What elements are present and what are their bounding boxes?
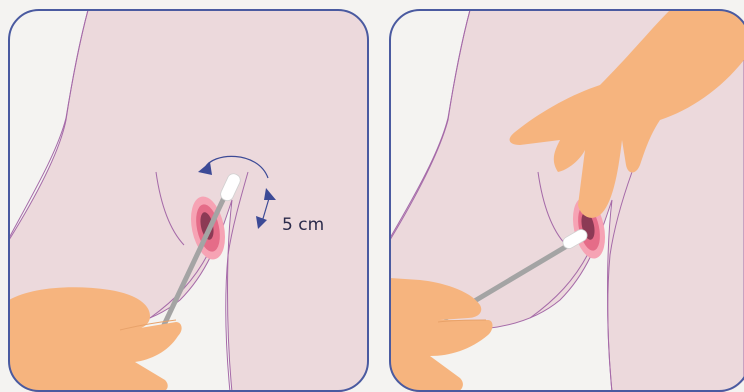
- panel-left: 5 cm: [9, 10, 368, 392]
- measurement-label: 5 cm: [282, 215, 324, 235]
- panel-right: [390, 10, 744, 392]
